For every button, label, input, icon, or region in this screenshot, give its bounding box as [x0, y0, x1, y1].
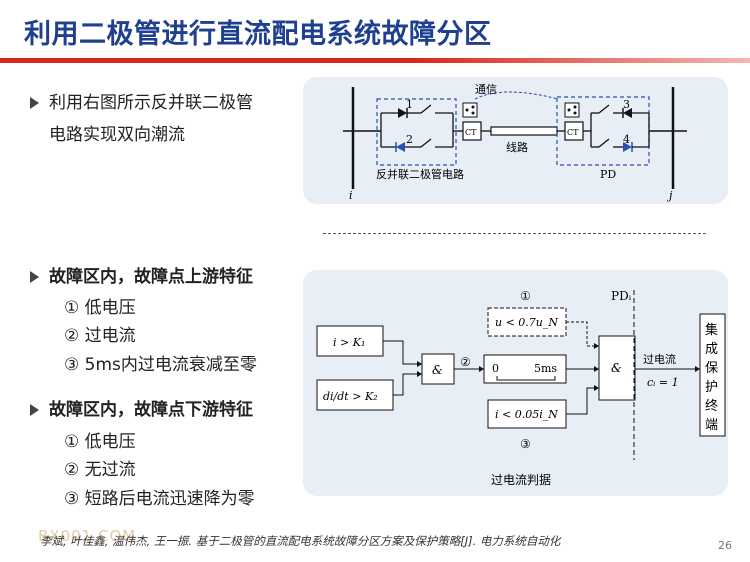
pdi-label: PDᵢ: [611, 289, 632, 303]
overcurrent-label: 过电流: [643, 352, 676, 366]
diode-3-icon: [623, 108, 632, 118]
title-underline: [0, 58, 750, 63]
upstream-heading: 故障区内，故障点上游特征: [49, 267, 253, 287]
arrow-bullet-icon: [30, 404, 39, 416]
protection-terminal-label: 集成保 护终端: [705, 322, 722, 433]
logic-diagram: i > K₁ di/dt > K₂ & ② 0 5ms ① u < 0.7u_N…: [316, 289, 726, 487]
and-gate-2-label: &: [611, 361, 622, 375]
ct-left-label: CT: [465, 128, 477, 137]
ct-right-label: CT: [567, 128, 579, 137]
box-i-label: i > K₁: [333, 336, 365, 349]
timer-start-label: 0: [492, 362, 499, 375]
bus-j-label: j: [666, 189, 673, 202]
and-gate-2: [598, 335, 636, 401]
switch-4-icon: [598, 138, 610, 148]
upstream-item-2: ② 过电流: [64, 326, 136, 346]
upstream-item-1: ① 低电压: [64, 298, 136, 318]
switch-1-icon: [420, 104, 432, 114]
page-title: 利用二极管进行直流配电系统故障分区: [24, 19, 492, 50]
diode-4-label: 4: [623, 133, 630, 146]
circuit-diagram-panel: 1 2 CT 线路 通信 CT: [303, 77, 728, 204]
box-i-gt-k1: [316, 325, 384, 357]
arrow-bullet-icon: [30, 271, 39, 283]
diode-1-label: 1: [406, 98, 413, 111]
bullet-text-line1: 利用右图所示反并联二极管: [49, 93, 253, 113]
comm-node-left: [462, 102, 478, 118]
comm-label: 通信: [475, 83, 497, 96]
bullet-text-line2: 电路实现双向潮流: [49, 125, 185, 145]
comm-node-right: [564, 102, 580, 118]
bus-i-label: i: [349, 189, 353, 202]
downstream-item-1: ① 低电压: [64, 432, 136, 452]
protection-terminal: [699, 313, 726, 437]
switch-3-icon: [598, 104, 610, 114]
downstream-item-2: ② 无过流: [64, 460, 136, 480]
diode-2-icon: [396, 142, 405, 152]
marker-1: ①: [520, 289, 531, 303]
and-gate-1: [421, 353, 455, 385]
box-didt-label: di/dt > K₂: [323, 390, 378, 403]
downstream-heading: 故障区内，故障点下游特征: [49, 400, 253, 420]
timer-box: [483, 354, 567, 384]
marker-2: ②: [460, 355, 471, 369]
reference-citation: 李斌, 叶佳鑫, 温伟杰, 王一振. 基于二极管的直流配电系统故障分区方案及保护…: [40, 534, 561, 548]
circuit-diagram: 1 2 CT 线路 通信 CT: [343, 83, 687, 202]
watermark: BX001.COM: [38, 527, 137, 545]
switch-2-icon: [420, 138, 432, 148]
box-u-label: u < 0.7u_N: [495, 316, 558, 329]
timer-end-label: 5ms: [534, 362, 557, 375]
diode-4-icon: [623, 142, 632, 152]
line-cable: [490, 126, 558, 136]
and-gate-1-label: &: [432, 363, 443, 377]
downstream-item-3: ③ 短路后电流迅速降为零: [64, 489, 255, 509]
anti-parallel-box-left: [376, 98, 457, 166]
bullet-upstream: 故障区内，故障点上游特征: [30, 262, 253, 287]
page-number: 26: [718, 539, 732, 552]
diode-1-icon: [398, 108, 407, 118]
marker-3: ③: [520, 437, 531, 451]
ci-label: cᵢ = 1: [647, 376, 679, 389]
box-i-low-label: i < 0.05i_N: [495, 408, 558, 421]
separator-line: [323, 233, 706, 234]
line-label: 线路: [506, 140, 528, 154]
box-u-low: [487, 307, 567, 337]
logic-diagram-panel: i > K₁ di/dt > K₂ & ② 0 5ms ① u < 0.7u_N…: [303, 270, 728, 496]
bullet-downstream: 故障区内，故障点下游特征: [30, 395, 253, 420]
diode-3-label: 3: [623, 98, 630, 111]
diode-2-label: 2: [406, 133, 413, 146]
logic-caption: 过电流判据: [491, 473, 551, 487]
upstream-item-3: ③ 5ms内过电流衰减至零: [64, 355, 257, 375]
pd-label: PD: [600, 168, 616, 181]
anti-parallel-label: 反并联二极管电路: [376, 167, 464, 181]
bullet-bidirectional: 利用右图所示反并联二极管: [30, 88, 253, 113]
arrow-bullet-icon: [30, 97, 39, 109]
